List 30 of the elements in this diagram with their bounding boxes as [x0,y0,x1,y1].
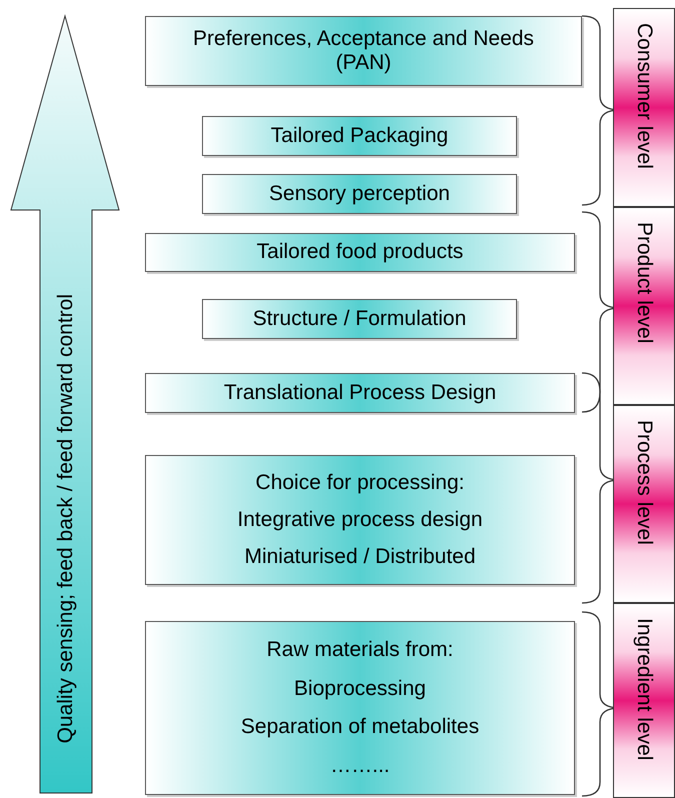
level-label: Ingredient level [632,618,656,762]
box-text: Translational Process Design [224,380,496,406]
box-text: ……... [330,754,390,778]
process-box [202,299,517,339]
box-text: Preferences, Acceptance and Needs (PAN) [192,26,535,76]
level-bar [613,8,675,207]
box-text: Choice for processing: [256,470,464,496]
process-box [145,455,575,585]
box-text: Tailored food products [256,240,464,265]
level-bar [613,405,675,603]
process-box [145,16,582,86]
process-box [145,233,575,272]
level-label: Process level [632,420,656,547]
process-box [145,373,575,413]
box-text: Structure / Formulation [252,306,466,332]
box-text: Miniaturised / Distributed [244,544,476,570]
box-text: Sensory perception [269,182,450,206]
process-box [202,174,517,214]
level-label: Product level [632,222,656,346]
level-bar [613,603,675,798]
process-box [145,621,575,795]
process-box [202,116,517,156]
box-text: Bioprocessing [294,676,426,701]
arrow-label: Quality sensing; feed back / feed forward control [54,294,78,743]
box-text: Integrative process design [237,508,483,532]
box-text: Tailored Packaging [270,124,448,148]
box-text: Separation of metabolites [240,715,480,740]
level-bar [613,207,675,405]
box-text: Raw materials from: [266,638,454,662]
level-label: Consumer level [632,23,656,171]
